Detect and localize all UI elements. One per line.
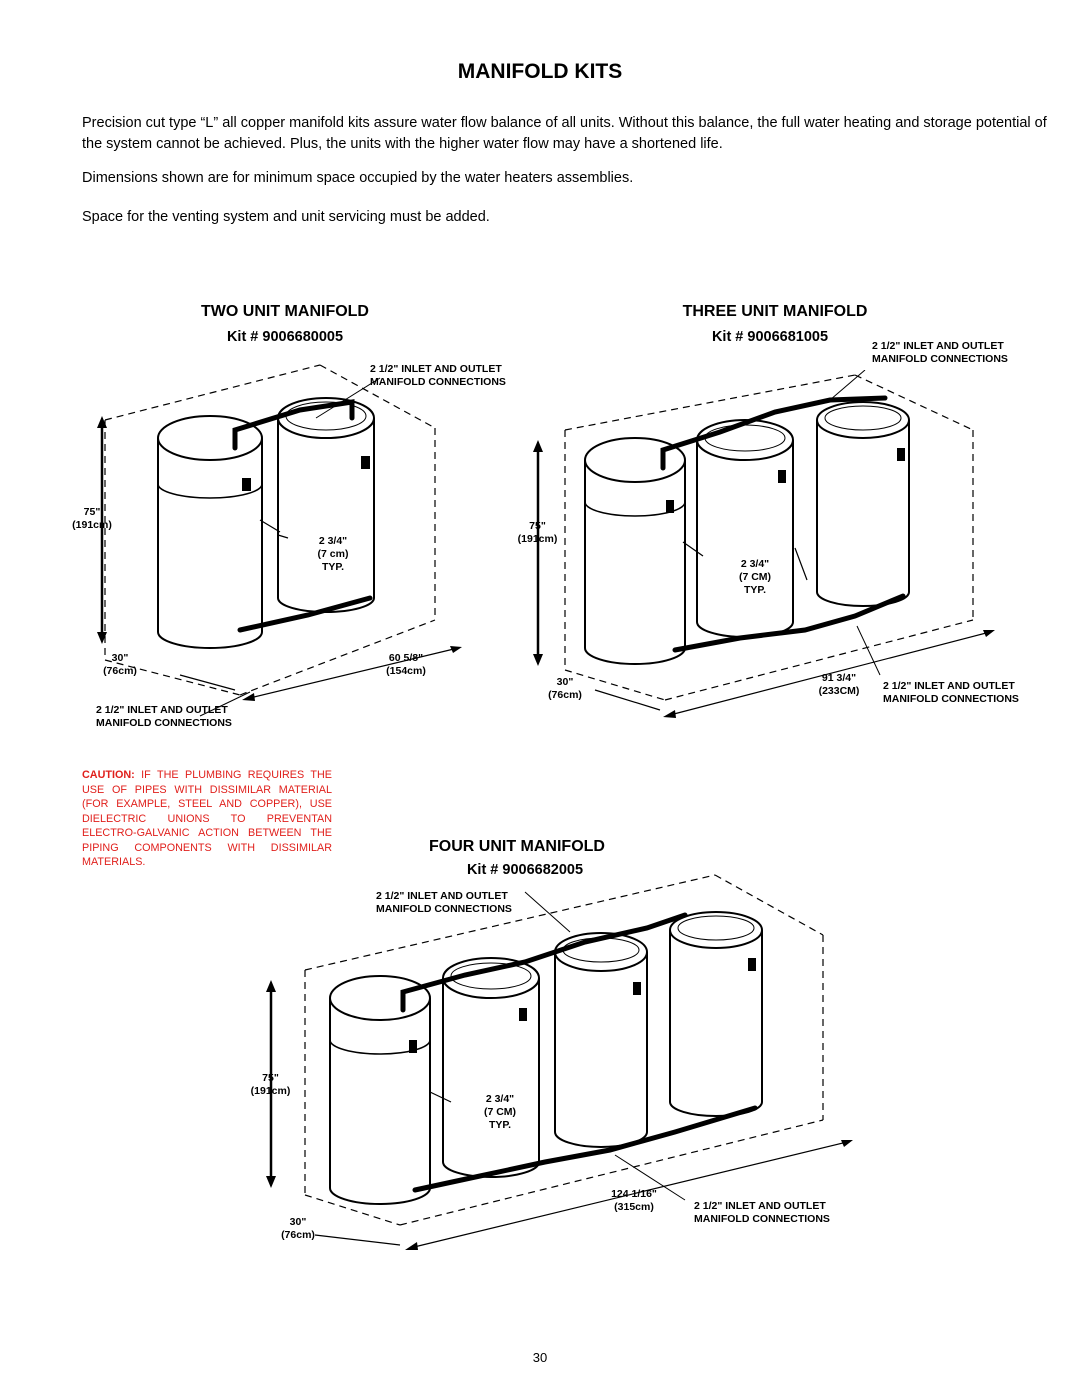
two-unit-width-dim: 60 5/8"(154cm) <box>386 652 426 677</box>
caution-text: IF THE PLUMBING REQUIRES THE USE OF PIPE… <box>82 769 332 868</box>
two-unit-height-dim: 75"(191cm) <box>72 506 112 531</box>
two-unit-depth-dim: 30"(76cm) <box>103 652 137 677</box>
three-unit-spacing-dim: 2 3/4"(7 CM)TYP. <box>738 558 772 596</box>
three-unit-height-dim: 75"(191cm) <box>517 520 558 545</box>
caution-note: CAUTION: IF THE PLUMBING REQUIRES THE US… <box>82 768 332 870</box>
intro-paragraph-3: Space for the venting system and unit se… <box>82 209 490 225</box>
four-unit-heading: FOUR UNIT MANIFOLD <box>429 838 605 855</box>
four-unit-kit-number: Kit # 9006682005 <box>466 862 584 878</box>
two-unit-heading: TWO UNIT MANIFOLD <box>201 303 369 320</box>
two-unit-spacing-dim: 2 3/4"(7 cm)TYP. <box>317 535 349 573</box>
three-unit-width-dim: 91 3/4"(233CM) <box>818 672 860 697</box>
two-unit-kit-number: Kit # 9006680005 <box>226 329 344 345</box>
caution-lead: CAUTION: <box>82 769 135 781</box>
four-unit-width-dim: 124 1/16"(315cm) <box>611 1188 657 1213</box>
four-unit-spacing-dim: 2 3/4"(7 CM)TYP. <box>483 1093 517 1131</box>
four-unit-height-dim: 75"(191cm) <box>250 1072 291 1097</box>
three-unit-depth-dim: 30"(76cm) <box>548 676 582 701</box>
three-unit-diagram <box>533 370 995 718</box>
four-unit-diagram <box>266 874 853 1250</box>
intro-paragraph-1: Precision cut type “L” all copper manifo… <box>82 115 1047 152</box>
two-unit-diagram <box>97 364 462 717</box>
four-unit-depth-dim: 30"(76cm) <box>281 1216 315 1241</box>
intro-paragraph-2: Dimensions shown are for minimum space o… <box>82 170 634 186</box>
page-title: MANIFOLD KITS <box>457 60 623 83</box>
three-unit-heading: THREE UNIT MANIFOLD <box>682 303 868 320</box>
three-unit-kit-number: Kit # 9006681005 <box>711 329 829 345</box>
page-number: 30 <box>532 1350 548 1365</box>
